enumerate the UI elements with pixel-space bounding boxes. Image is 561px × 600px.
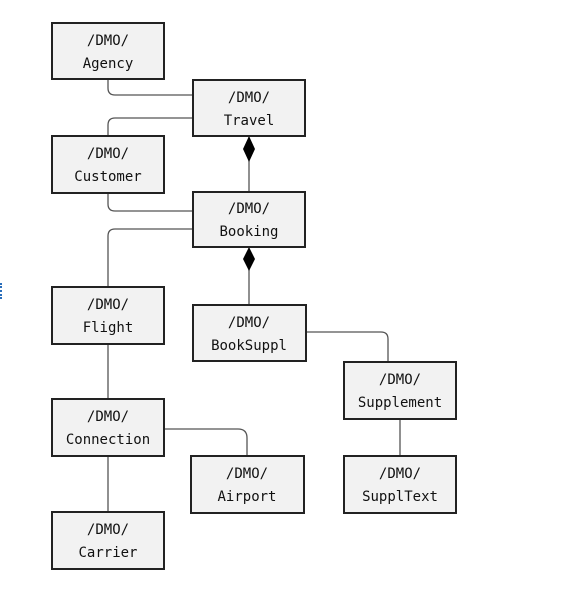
node-customer[interactable]: /DMO/ Customer (51, 135, 165, 194)
node-booksuppl-line2: BookSuppl (211, 338, 287, 354)
node-connection[interactable]: /DMO/ Connection (51, 398, 165, 457)
node-flight[interactable]: /DMO/ Flight (51, 286, 165, 345)
node-customer-line1: /DMO/ (87, 146, 129, 162)
node-agency-line2: Agency (83, 56, 134, 72)
connector-agency-travel (107, 79, 193, 96)
node-suppltext[interactable]: /DMO/ SupplText (343, 455, 457, 514)
node-supplement-line2: Supplement (358, 395, 442, 411)
node-airport-line2: Airport (217, 489, 276, 505)
node-flight-line2: Flight (83, 320, 134, 336)
node-suppltext-line2: SupplText (362, 489, 438, 505)
node-booksuppl-line1: /DMO/ (228, 315, 270, 331)
node-carrier[interactable]: /DMO/ Carrier (51, 511, 165, 570)
node-booking-line2: Booking (219, 224, 278, 240)
connector-booking-flight (107, 228, 193, 287)
connector-travel-customer (107, 117, 193, 135)
node-airport[interactable]: /DMO/ Airport (190, 455, 305, 514)
node-carrier-line1: /DMO/ (87, 522, 129, 538)
composition-diamond-travel (243, 136, 255, 162)
node-supplement[interactable]: /DMO/ Supplement (343, 361, 457, 420)
node-travel-line2: Travel (224, 113, 275, 129)
node-booking[interactable]: /DMO/ Booking (192, 191, 306, 248)
node-connection-line2: Connection (66, 432, 150, 448)
node-suppltext-line1: /DMO/ (379, 466, 421, 482)
connector-connection-airport (164, 428, 248, 456)
edge-scroll-marker (0, 283, 5, 299)
node-travel-line1: /DMO/ (228, 90, 270, 106)
composition-diamond-booking (243, 247, 255, 271)
node-agency-line1: /DMO/ (87, 33, 129, 49)
node-booking-line1: /DMO/ (228, 201, 270, 217)
node-connection-line1: /DMO/ (87, 409, 129, 425)
node-supplement-line1: /DMO/ (379, 372, 421, 388)
node-travel[interactable]: /DMO/ Travel (192, 79, 306, 137)
node-airport-line1: /DMO/ (226, 466, 268, 482)
node-flight-line1: /DMO/ (87, 297, 129, 313)
connector-booksuppl-supplement (306, 331, 389, 362)
node-carrier-line2: Carrier (78, 545, 137, 561)
node-agency[interactable]: /DMO/ Agency (51, 22, 165, 80)
node-customer-line2: Customer (74, 169, 141, 185)
connector-customer-booking (107, 193, 193, 212)
node-booksuppl[interactable]: /DMO/ BookSuppl (192, 304, 307, 362)
